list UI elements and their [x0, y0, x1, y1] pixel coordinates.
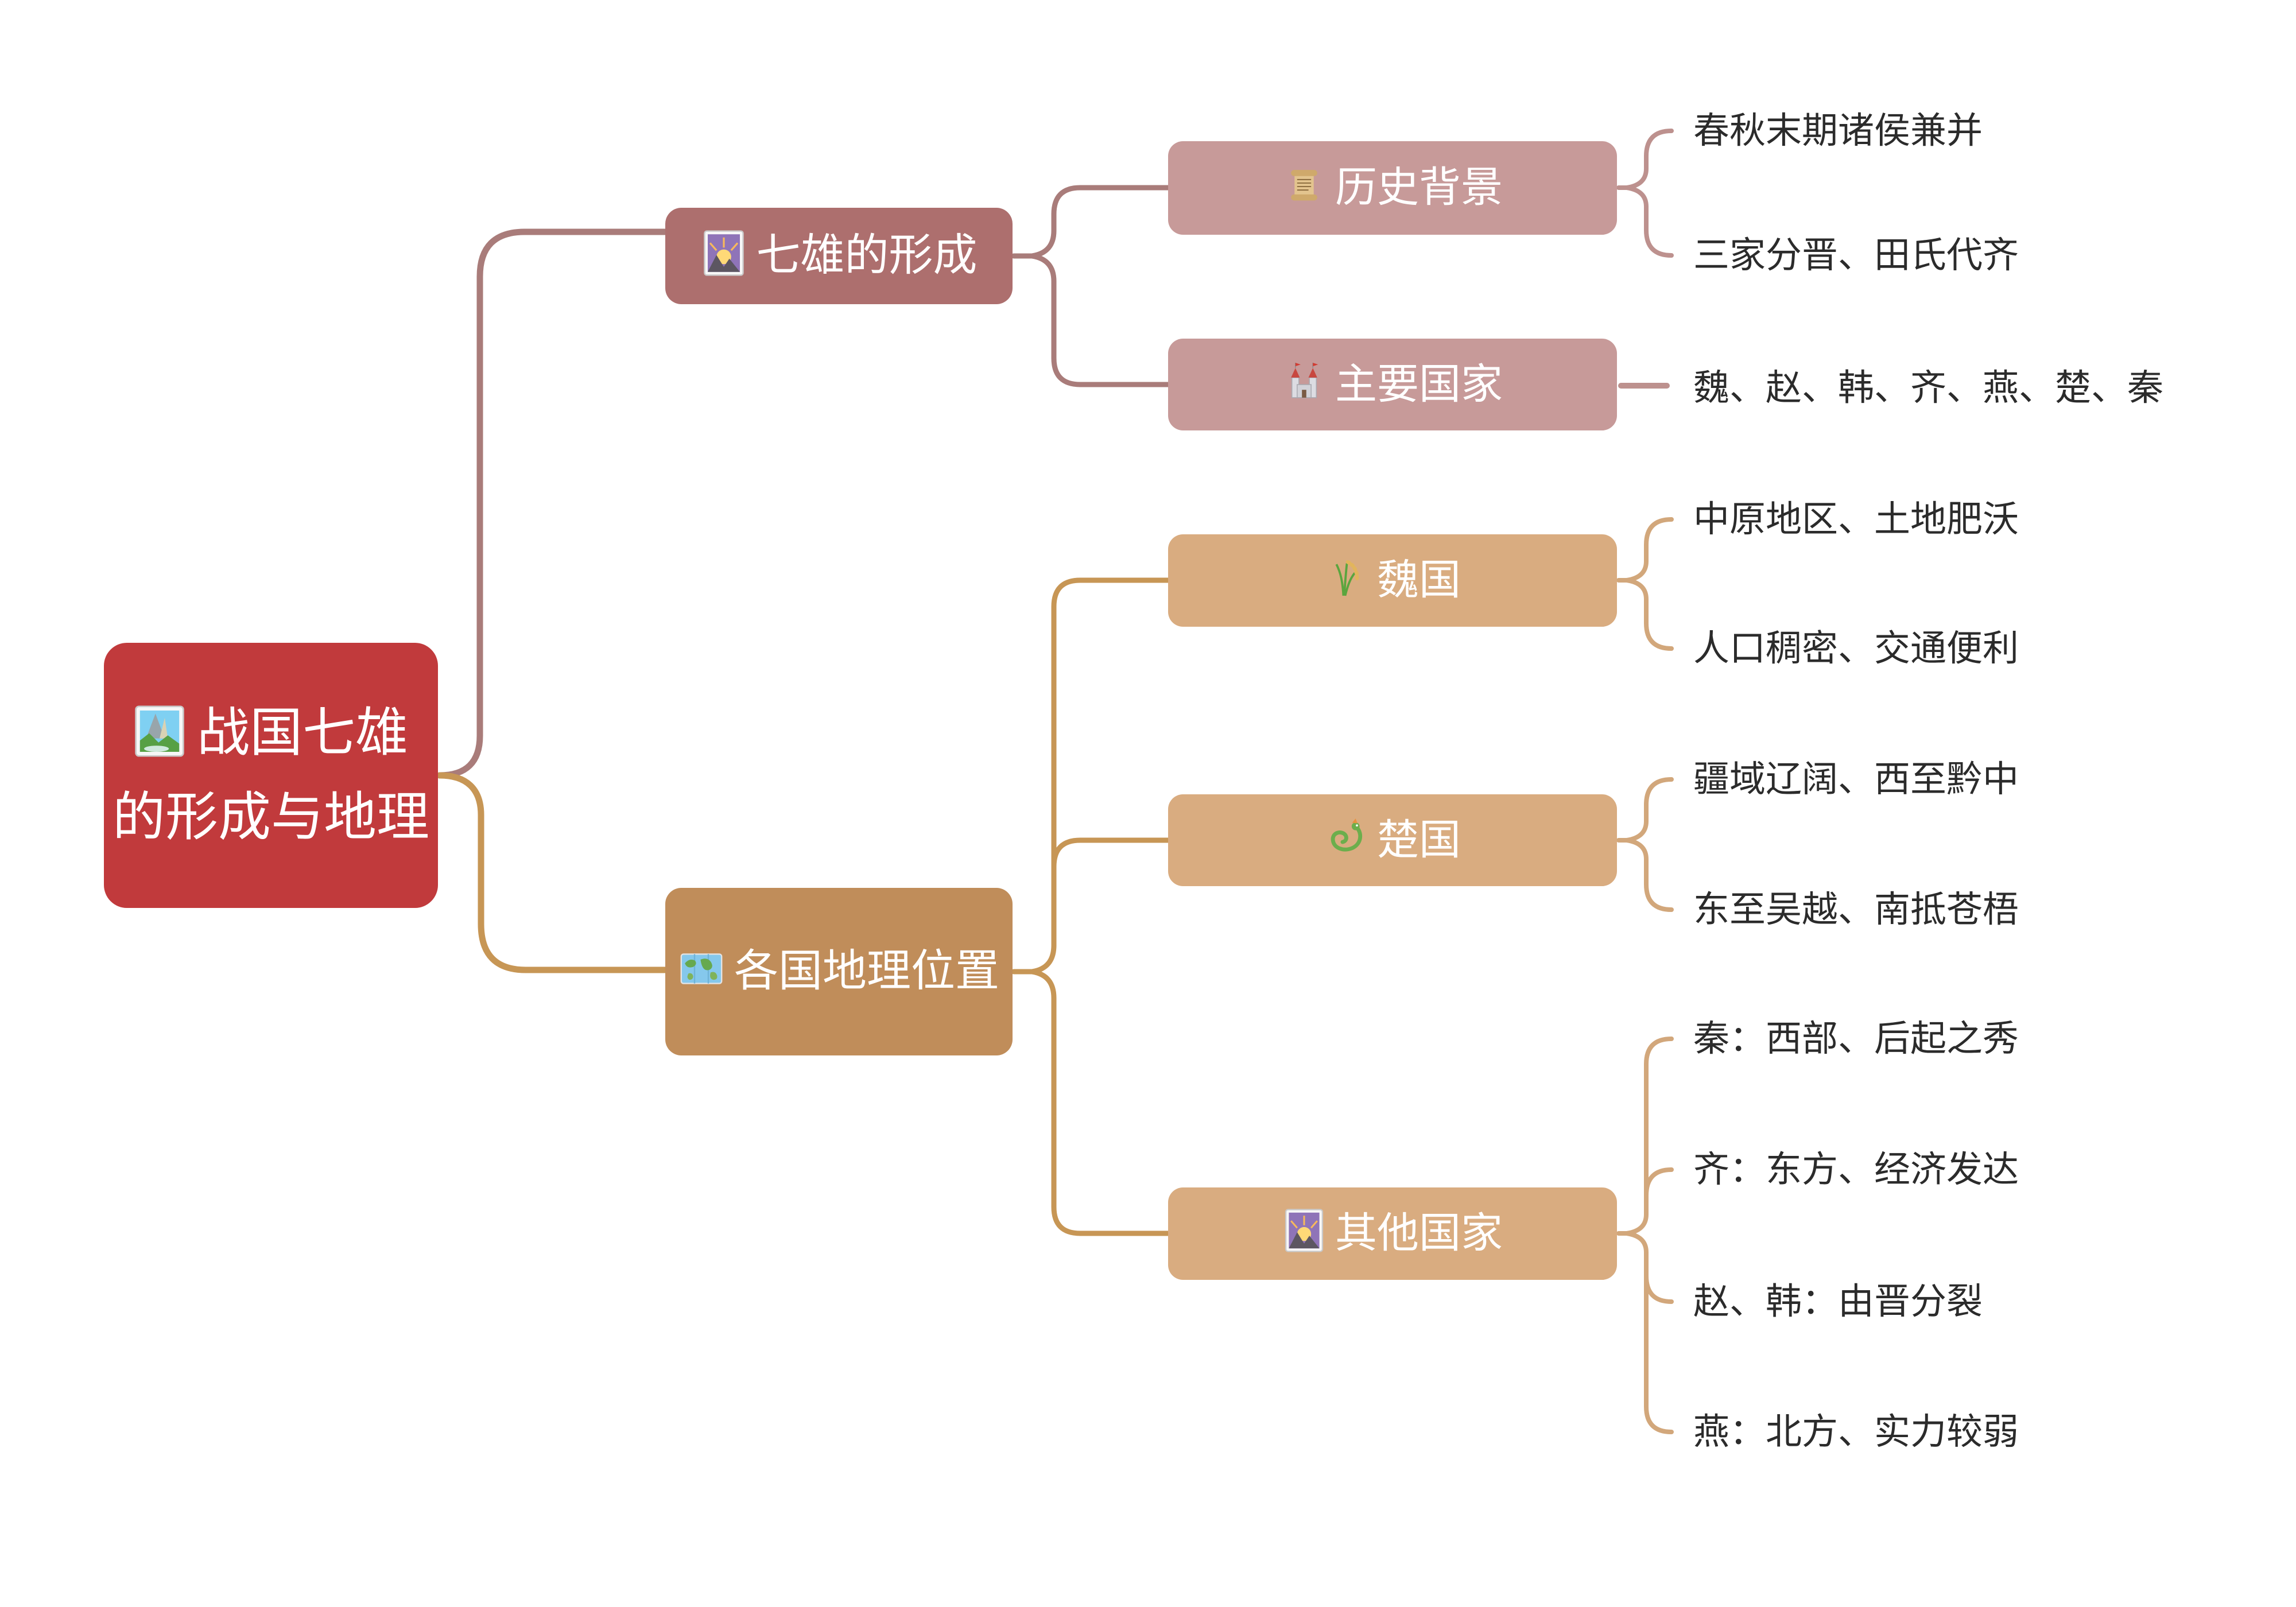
- world-map-icon: [678, 946, 724, 992]
- leaf-wei-1[interactable]: 中原地区、土地肥沃: [1693, 499, 2019, 539]
- leaf-main-states-1[interactable]: 魏、赵、韩、齐、燕、楚、秦: [1693, 368, 2163, 408]
- child-node-main-states[interactable]: 主要国家: [1168, 339, 1617, 430]
- brace-wei-leaves: [1624, 517, 1674, 651]
- branch-label: 各国地理位置: [734, 946, 999, 996]
- national-park-icon: [134, 705, 185, 757]
- brace-other-leaves: [1624, 1037, 1674, 1434]
- leaf-other-qi[interactable]: 齐：东方、经济发达: [1693, 1150, 2019, 1190]
- leaf-other-zhaohan[interactable]: 赵、韩：由晋分裂: [1693, 1282, 1983, 1322]
- leaf-other-yan[interactable]: 燕：北方、实力较弱: [1693, 1412, 2019, 1452]
- leaf-wei-2[interactable]: 人口稠密、交通便利: [1693, 628, 2019, 669]
- child-label: 其他国家: [1335, 1210, 1503, 1257]
- root-label: 战国七雄的形成与地理: [113, 703, 430, 847]
- sunrise-mountains-icon: [1282, 1209, 1326, 1252]
- child-node-wei[interactable]: 魏国: [1168, 534, 1617, 627]
- branch-label: 七雄的形成: [756, 231, 978, 281]
- root-node[interactable]: 战国七雄的形成与地理: [104, 643, 438, 908]
- leaf-other-qin[interactable]: 秦：西部、后起之秀: [1693, 1019, 2019, 1059]
- branch-node-formation[interactable]: 七雄的形成: [665, 208, 1013, 304]
- scroll-icon: [1282, 163, 1326, 207]
- rice-sheaf-icon: [1324, 556, 1368, 599]
- child-label: 楚国: [1377, 816, 1461, 863]
- child-node-history-bg[interactable]: 历史背景: [1168, 141, 1617, 235]
- child-node-chu[interactable]: 楚国: [1168, 794, 1617, 886]
- child-label: 魏国: [1377, 557, 1461, 604]
- leaf-history-2[interactable]: 三家分晋、田氏代齐: [1693, 235, 2019, 275]
- brace-geography-chu-hook: [1051, 837, 1173, 870]
- dragon-icon: [1324, 815, 1368, 859]
- brace-formation-children: [1029, 185, 1173, 387]
- castle-icon: [1282, 359, 1326, 403]
- leaf-chu-1[interactable]: 疆域辽阔、西至黔中: [1693, 759, 2019, 799]
- leaf-chu-2[interactable]: 东至吴越、南抵苍梧: [1693, 890, 2019, 930]
- child-label: 主要国家: [1335, 360, 1503, 407]
- brace-other-hook-qi: [1644, 1167, 1674, 1198]
- connector-root-to-geography: [436, 772, 670, 973]
- brace-other-hook-zhaohan: [1644, 1274, 1674, 1304]
- child-node-other-states[interactable]: 其他国家: [1168, 1187, 1617, 1280]
- brace-geography-children: [1029, 577, 1173, 1236]
- child-label: 历史背景: [1335, 164, 1503, 211]
- brace-history-leaves: [1624, 129, 1674, 258]
- connector-root-to-formation: [436, 228, 670, 779]
- leaf-history-1[interactable]: 春秋末期诸侯兼并: [1693, 111, 1983, 151]
- brace-chu-leaves: [1624, 777, 1674, 912]
- sunrise-mountains-icon: [701, 230, 747, 276]
- branch-node-geography[interactable]: 各国地理位置: [665, 888, 1013, 1055]
